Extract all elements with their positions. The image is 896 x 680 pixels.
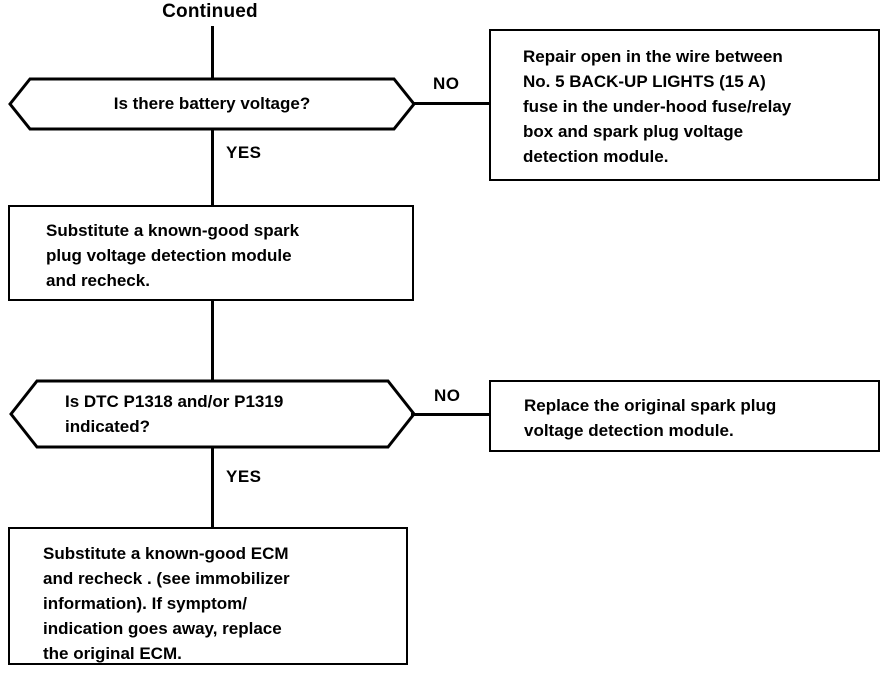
action4-box: Substitute a known-good ECM and recheck … (8, 527, 408, 665)
action2-box: Substitute a known-good spark plug volta… (8, 205, 414, 301)
connector-decision2-yes (211, 447, 214, 529)
continued-label: Continued (162, 1, 258, 22)
connector-decision2-no (411, 413, 491, 416)
decision2-hexagon: Is DTC P1318 and/or P1319 indicated? (9, 379, 416, 449)
action1-box: Repair open in the wire between No. 5 BA… (489, 29, 880, 181)
action3-box: Replace the original spark plug voltage … (489, 380, 880, 452)
connector-decision1-no (412, 102, 491, 105)
connector-decision1-yes (211, 128, 214, 207)
decision2-yes-label: YES (226, 467, 262, 486)
connector-continued-to-decision1 (211, 26, 214, 81)
decision1-yes-label: YES (226, 143, 262, 162)
decision1-hexagon: Is there battery voltage? (8, 77, 416, 131)
decision1-no-label: NO (433, 74, 460, 93)
action3-text: Replace the original spark plug voltage … (524, 396, 777, 440)
action2-text: Substitute a known-good spark plug volta… (46, 221, 300, 290)
decision2-text: Is DTC P1318 and/or P1319 indicated? (65, 392, 284, 436)
decision2-no-label: NO (434, 386, 461, 405)
connector-action2-to-decision2 (211, 299, 214, 382)
decision1-text: Is there battery voltage? (113, 94, 311, 113)
action4-text: Substitute a known-good ECM and recheck … (43, 544, 290, 663)
action1-text: Repair open in the wire between No. 5 BA… (523, 47, 792, 166)
